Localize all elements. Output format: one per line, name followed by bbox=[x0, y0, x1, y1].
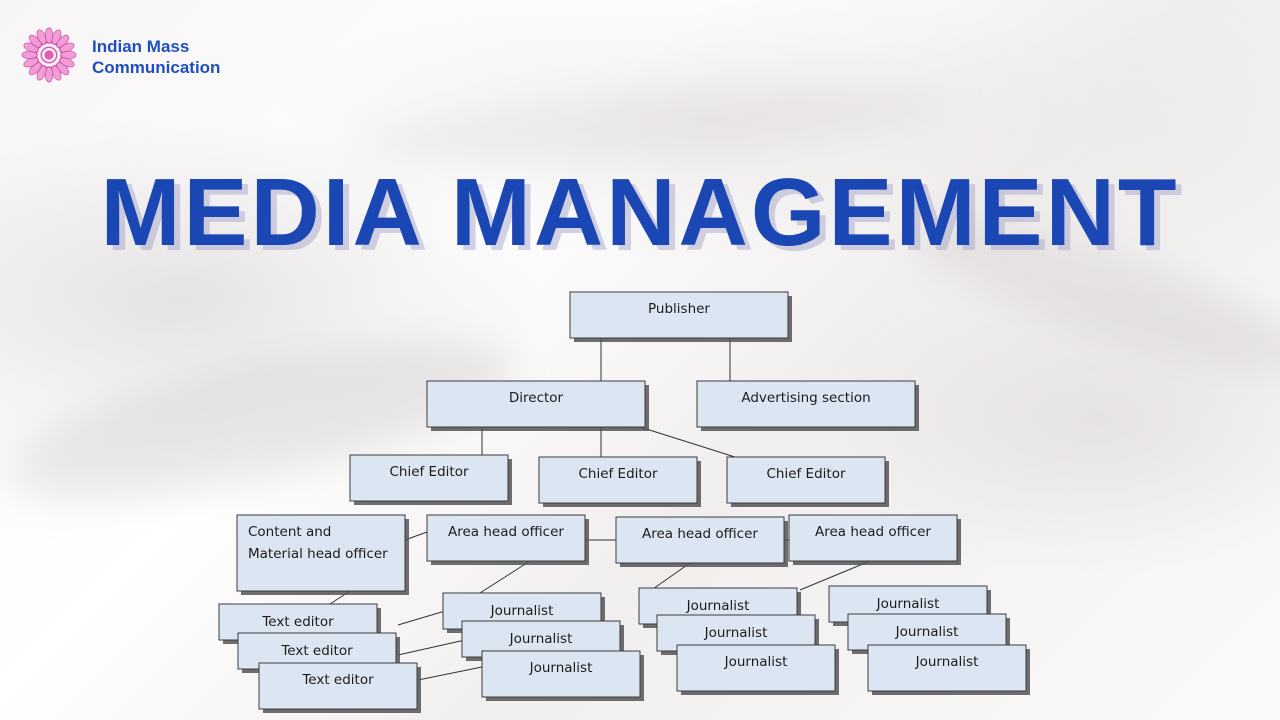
node-box bbox=[258, 662, 418, 710]
node-label: Chief Editor bbox=[578, 466, 657, 482]
org-chart-connector bbox=[799, 560, 871, 591]
node-box bbox=[538, 456, 698, 504]
node-box bbox=[426, 514, 586, 562]
page-title: MEDIA MANAGEMENT bbox=[100, 159, 1180, 266]
node-label: Text editor bbox=[301, 672, 374, 688]
node-label: Journalist bbox=[704, 625, 768, 641]
brand-line-1: Indian Mass bbox=[92, 37, 190, 56]
node-box bbox=[569, 291, 789, 339]
org-chart-connector bbox=[479, 560, 531, 594]
node-label: Journalist bbox=[915, 654, 979, 670]
node-label: Publisher bbox=[648, 301, 710, 317]
node-label: Text editor bbox=[280, 643, 353, 659]
brand-line-2: Communication bbox=[92, 58, 221, 77]
org-node-area2: Area head officer bbox=[615, 516, 788, 567]
org-chart-connector bbox=[417, 666, 483, 681]
node-box bbox=[726, 456, 886, 504]
node-box bbox=[696, 380, 916, 428]
org-node-publisher: Publisher bbox=[569, 291, 792, 342]
org-chart-connector bbox=[397, 610, 446, 626]
node-box bbox=[481, 650, 641, 698]
node-label: Area head officer bbox=[448, 524, 564, 540]
node-label: Journalist bbox=[895, 624, 959, 640]
org-node-chief2: Chief Editor bbox=[538, 456, 701, 507]
node-label: Director bbox=[509, 390, 564, 406]
node-label: Content and bbox=[248, 524, 331, 540]
org-node-chief3: Chief Editor bbox=[726, 456, 889, 507]
node-label: Chief Editor bbox=[766, 466, 845, 482]
node-box bbox=[236, 514, 406, 592]
node-box bbox=[349, 454, 509, 502]
mandala-icon bbox=[21, 27, 77, 83]
org-node-j3c: Journalist bbox=[867, 644, 1030, 695]
node-label: Journalist bbox=[509, 631, 573, 647]
org-chart-connector bbox=[639, 426, 736, 458]
node-label: Material head officer bbox=[248, 546, 388, 562]
org-node-chief1: Chief Editor bbox=[349, 454, 512, 505]
node-box bbox=[867, 644, 1027, 692]
org-node-advertising: Advertising section bbox=[696, 380, 919, 431]
org-chart-connector bbox=[397, 639, 466, 656]
org-node-j2c: Journalist bbox=[676, 644, 839, 695]
node-box bbox=[676, 644, 836, 692]
node-label: Text editor bbox=[261, 614, 334, 630]
node-label: Area head officer bbox=[815, 524, 931, 540]
node-box bbox=[847, 613, 1007, 651]
node-label: Journalist bbox=[529, 660, 593, 676]
org-node-area3: Area head officer bbox=[788, 514, 961, 565]
node-box bbox=[615, 516, 785, 564]
org-node-area1: Area head officer bbox=[426, 514, 589, 565]
node-label: Journalist bbox=[724, 654, 788, 670]
org-node-text3: Text editor bbox=[258, 662, 421, 713]
node-label: Journalist bbox=[686, 598, 750, 614]
org-node-director: Director bbox=[426, 380, 649, 431]
brand-name: Indian Mass Communication bbox=[92, 36, 220, 78]
node-label: Journalist bbox=[876, 596, 940, 612]
node-label: Chief Editor bbox=[389, 464, 468, 480]
node-label: Area head officer bbox=[642, 526, 758, 542]
node-label: Advertising section bbox=[741, 390, 870, 406]
node-label: Journalist bbox=[490, 603, 554, 619]
org-node-j1c: Journalist bbox=[481, 650, 644, 701]
node-box bbox=[426, 380, 646, 428]
node-box bbox=[788, 514, 958, 562]
